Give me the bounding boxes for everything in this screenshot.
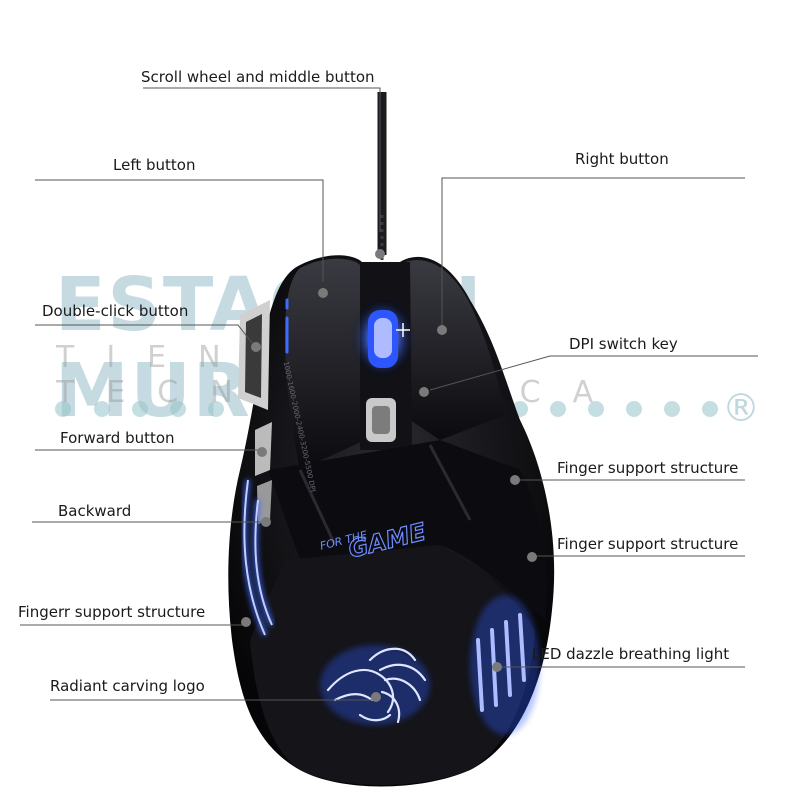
watermark-registered: ® xyxy=(722,386,760,430)
right-led-strip xyxy=(470,595,540,735)
callout-dots xyxy=(241,249,537,702)
dragon-logo xyxy=(320,645,430,725)
label-finger-support-3: Fingerr support structure xyxy=(18,603,206,621)
label-finger-support-2: Finger support structure xyxy=(557,535,739,553)
label-right-button: Right button xyxy=(575,150,669,168)
label-scroll-wheel: Scroll wheel and middle button xyxy=(141,68,375,86)
label-left-button: Left button xyxy=(113,156,196,174)
label-finger-support-1: Finger support structure xyxy=(557,459,739,477)
label-dpi-switch-key: DPI switch key xyxy=(569,335,678,353)
left-button xyxy=(284,258,365,470)
label-led-light: LED dazzle breathing light xyxy=(532,645,730,663)
label-carving-logo: Radiant carving logo xyxy=(50,677,205,695)
label-double-click-button: Double-click button xyxy=(42,302,189,320)
label-forward-button: Forward button xyxy=(60,429,175,447)
backward-button xyxy=(257,480,272,524)
callout-lines xyxy=(20,87,758,701)
right-button xyxy=(405,260,505,440)
label-backward: Backward xyxy=(58,502,132,520)
